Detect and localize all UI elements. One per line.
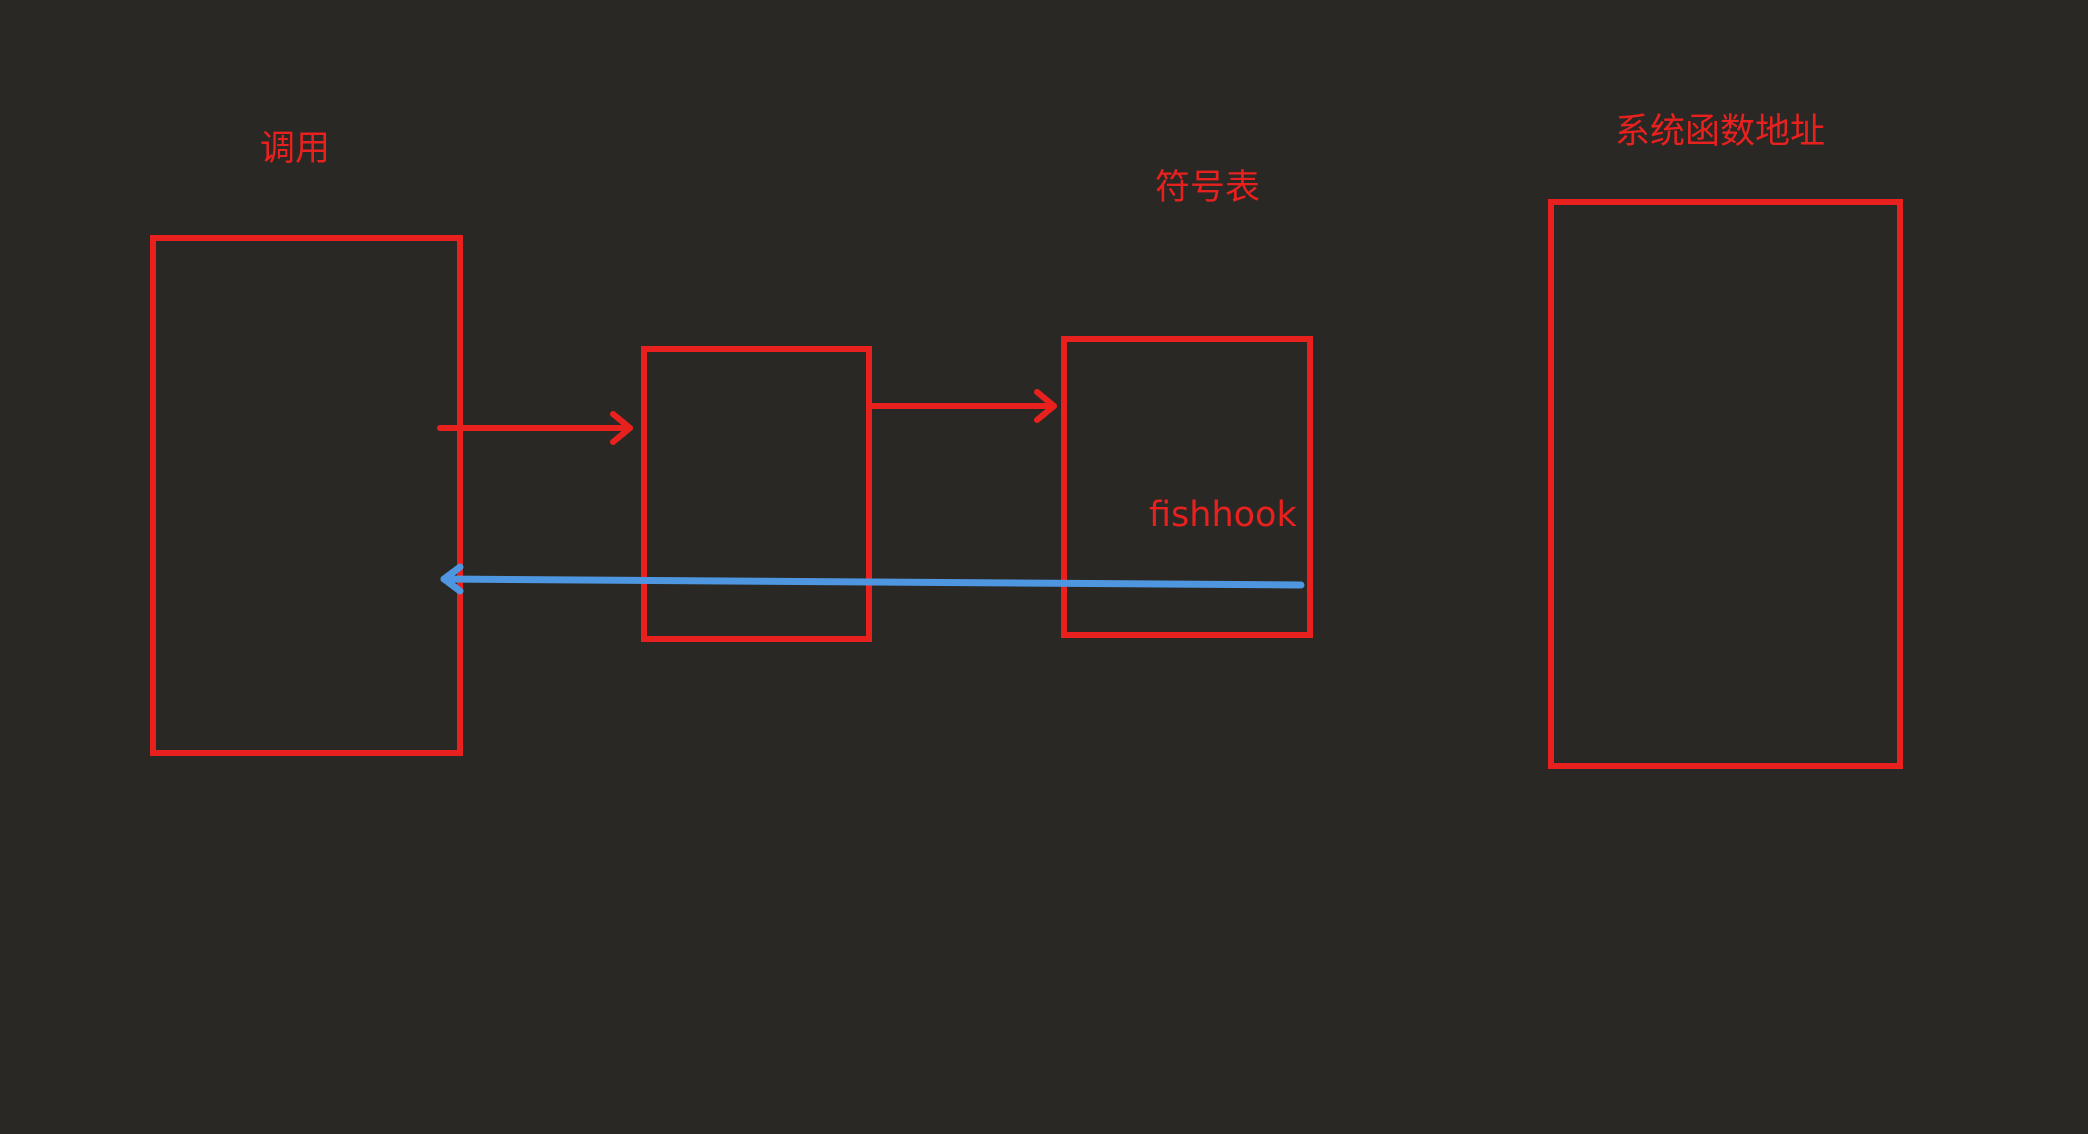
arrow-caller-to-middle — [437, 411, 633, 445]
label-fishhook: fishhook — [1149, 495, 1297, 535]
arrow-middle-to-symbol-table — [867, 389, 1057, 423]
box-caller — [150, 235, 463, 756]
box-symbol-table — [1061, 336, 1313, 638]
label-symbol-table: 符号表 — [1155, 168, 1261, 208]
label-call: 调用 — [260, 129, 331, 169]
box-middle — [641, 346, 872, 642]
box-system-function-address — [1548, 199, 1903, 769]
label-system-function-address: 系统函数地址 — [1615, 112, 1826, 152]
arrow-symbol-table-to-caller — [440, 563, 1305, 595]
